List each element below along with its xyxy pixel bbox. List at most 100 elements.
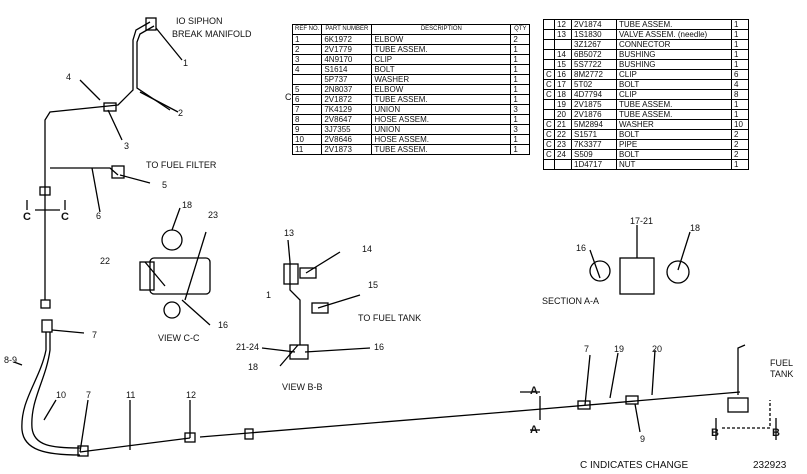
callout-11: 11 xyxy=(126,390,136,400)
ref-cell: 4 xyxy=(291,64,323,75)
qty-cell: 1 xyxy=(510,74,531,85)
clip-bottom-1 xyxy=(244,428,254,440)
part-cell: 3Z1267 xyxy=(571,39,617,50)
union-7-mid xyxy=(577,400,591,410)
change-cell xyxy=(543,29,555,40)
filter-body xyxy=(149,257,211,295)
ref-cell: 14 xyxy=(554,49,572,60)
change-cell: C xyxy=(543,139,555,150)
qty-cell: 2 xyxy=(731,139,749,150)
valve-body xyxy=(289,262,301,345)
desc-cell: BUSHING xyxy=(619,50,656,59)
qty-cell: 1 xyxy=(510,144,531,155)
callout-14: 14 xyxy=(362,244,373,254)
siphon-elbow xyxy=(145,17,157,31)
tube-11 xyxy=(79,437,191,453)
callout-23: 23 xyxy=(208,210,219,220)
ref-cell: 18 xyxy=(554,89,572,100)
doc-number: 232923 xyxy=(753,460,787,471)
change-cell: C xyxy=(543,69,555,80)
ref-cell: 24 xyxy=(554,149,572,160)
ref-cell: 17 xyxy=(554,79,572,90)
siphon-tube xyxy=(44,21,151,300)
callout-18-bb: 18 xyxy=(248,362,259,372)
part-cell: 2V1874 xyxy=(571,19,617,30)
section-b-right: B xyxy=(772,427,780,439)
to-fuel-filter-label: TO FUEL FILTER xyxy=(146,160,217,170)
qty-cell: 1 xyxy=(510,134,531,145)
ref-cell: 11 xyxy=(291,144,323,155)
desc-cell: ELBOW xyxy=(371,34,512,45)
section-aa-label: SECTION A-A xyxy=(542,296,600,306)
part-cell: 8M2772 xyxy=(571,69,617,80)
callout-8-9: 8-9 xyxy=(4,355,18,365)
part-cell: 2V1873 xyxy=(321,144,373,155)
ref-cell xyxy=(291,74,323,85)
part-cell: 6K1972 xyxy=(321,34,373,45)
callout-15: 15 xyxy=(368,280,379,290)
callout-5: 5 xyxy=(162,180,168,190)
ref-cell: 16 xyxy=(554,69,572,80)
ref-cell: 1 xyxy=(291,34,323,45)
part-cell: 2N8037 xyxy=(321,84,373,95)
part-cell: S509 xyxy=(571,149,617,160)
part-cell: 3J7355 xyxy=(321,124,373,135)
qty-cell: 2 xyxy=(510,34,531,45)
part-cell: 7K3377 xyxy=(571,139,617,150)
tank-dashed xyxy=(722,400,771,429)
qty-cell: 1 xyxy=(731,159,749,170)
qty-cell: 1 xyxy=(731,39,749,50)
part-cell: 5M2894 xyxy=(571,119,617,130)
desc-cell: TUBE ASSEM. xyxy=(371,144,512,155)
desc-cell: BOLT xyxy=(619,130,640,139)
desc-cell: TUBE ASSEM. xyxy=(371,44,512,55)
qty-cell: 3 xyxy=(510,124,531,135)
qty-cell: 1 xyxy=(510,94,531,105)
qty-cell: 8 xyxy=(731,89,749,100)
part-cell: 2V1779 xyxy=(321,44,373,55)
fuel-filter-tube xyxy=(50,167,119,176)
ref-cell: 23 xyxy=(554,139,572,150)
section-c-left: C xyxy=(23,211,31,223)
part-cell: 2V1872 xyxy=(321,94,373,105)
callout-1-bb: 1 xyxy=(266,290,272,300)
change-cell: C xyxy=(543,129,555,140)
change-cell xyxy=(543,99,555,110)
header-part: PART NUMBER xyxy=(321,24,373,35)
header-qty: QTY xyxy=(510,24,531,35)
union-7-left xyxy=(41,319,53,333)
section-b-left: B xyxy=(711,427,719,439)
parts-table-header: REF NO. PART NUMBER DESCRIPTION QTY xyxy=(291,24,531,35)
desc-cell: WASHER xyxy=(619,120,654,129)
desc-cell: VALVE ASSEM. xyxy=(619,30,676,39)
change-cell xyxy=(543,109,555,120)
change-cell: C xyxy=(543,119,555,130)
qty-cell: 4 xyxy=(731,79,749,90)
part-cell: 6B5072 xyxy=(571,49,617,60)
ref-cell: 8 xyxy=(291,114,323,125)
callout-7-bottom: 7 xyxy=(86,390,92,400)
callout-4: 4 xyxy=(66,72,72,82)
valve-13 xyxy=(283,263,299,285)
callout-13: 13 xyxy=(284,228,295,238)
change-cell xyxy=(543,49,555,60)
desc-cell: TUBE ASSEM. xyxy=(619,110,673,119)
qty-cell: 1 xyxy=(731,59,749,70)
callout-9: 9 xyxy=(640,434,646,444)
siphon-label: IO SIPHON xyxy=(176,16,223,26)
qty-cell: 1 xyxy=(510,64,531,75)
part-cell: 1D4717 xyxy=(571,159,617,170)
callout-7-right: 7 xyxy=(584,344,590,354)
callout-7-left: 7 xyxy=(92,330,98,340)
part-cell: 2V1875 xyxy=(571,99,617,110)
qty-cell: 3 xyxy=(510,104,531,115)
part-cell: 5S7722 xyxy=(571,59,617,70)
